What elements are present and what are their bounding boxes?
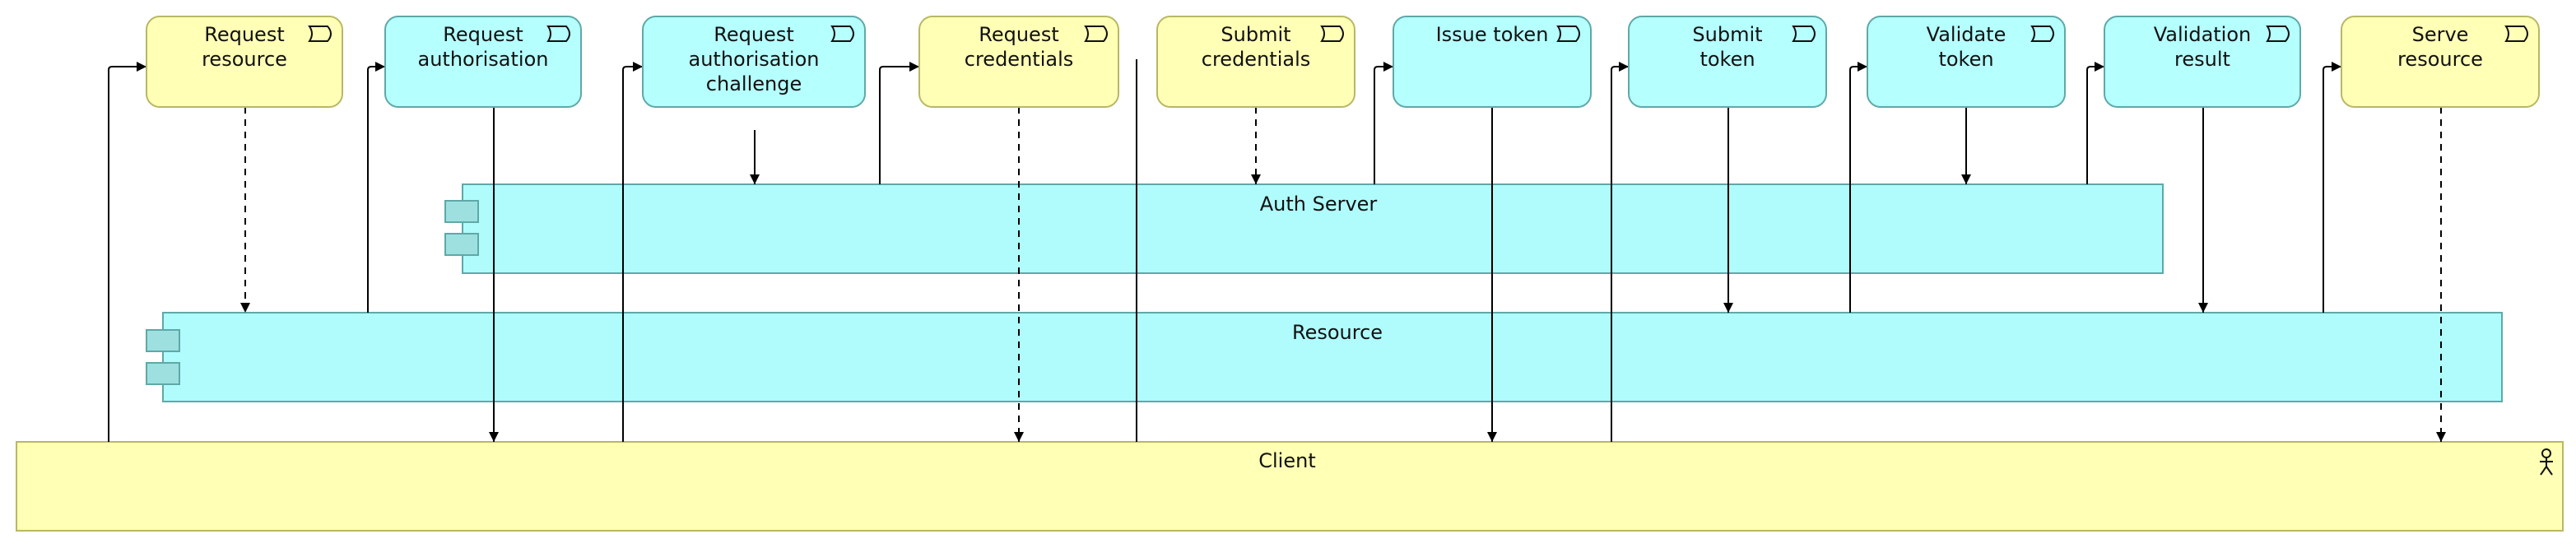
event-icon xyxy=(1084,26,1108,42)
event-icon xyxy=(2504,26,2528,42)
step-box xyxy=(384,16,582,108)
step-box xyxy=(2104,16,2301,108)
step-issue-token[interactable]: Issue token xyxy=(1393,16,1592,108)
step-label-line: credentials xyxy=(965,48,1073,71)
flow-auth-server-to-issue-token xyxy=(1374,62,1393,184)
lane-resource-box xyxy=(162,312,2503,402)
lane-auth-server-label: Auth Server xyxy=(1260,193,1378,216)
step-label-line: Request xyxy=(204,23,285,46)
step-box xyxy=(642,16,866,108)
flow-client-to-request-resource xyxy=(108,62,146,442)
step-box xyxy=(1156,16,1355,108)
flow-client-to-challenge xyxy=(622,62,643,442)
lane-client-box xyxy=(16,441,2564,532)
lane-client[interactable]: Client xyxy=(16,441,2564,532)
step-box xyxy=(918,16,1119,108)
flow-resource-to-serve-resource xyxy=(2323,62,2341,313)
step-box xyxy=(146,16,343,108)
lane-resource-label: Resource xyxy=(1292,321,1383,344)
step-box xyxy=(1628,16,1827,108)
step-label-line: challenge xyxy=(706,72,802,95)
flow-auth-server-to-validation-result xyxy=(2086,62,2104,184)
step-label-line: Validate xyxy=(1927,23,2006,46)
event-icon xyxy=(1556,26,1580,42)
step-box xyxy=(2341,16,2540,108)
event-icon xyxy=(1320,26,1344,42)
step-label-line: token xyxy=(1938,48,1993,71)
flow-auth-server-to-request-credentials xyxy=(879,62,919,184)
step-label-line: token xyxy=(1700,48,1755,71)
step-label-line: Request xyxy=(443,23,523,46)
step-label-line: credentials xyxy=(1202,48,1310,71)
step-label-line: Validation xyxy=(2154,23,2252,46)
component-icon xyxy=(146,329,180,385)
step-box xyxy=(1393,16,1592,108)
step-label-line: Submit xyxy=(1221,23,1290,46)
step-label-line: authorisation xyxy=(689,48,820,71)
step-label-line: Serve xyxy=(2412,23,2469,46)
step-box xyxy=(1867,16,2066,108)
process-steps: RequestresourceRequestauthorisationReque… xyxy=(146,16,2540,108)
event-icon xyxy=(2266,26,2290,42)
connectors xyxy=(108,59,2446,442)
event-icon xyxy=(308,26,332,42)
actor-icon xyxy=(2540,448,2553,476)
lane-client-label: Client xyxy=(1258,449,1315,472)
flow-client-to-submit-token xyxy=(1611,62,1629,442)
component-icon xyxy=(444,200,479,256)
lane-auth-server[interactable]: Auth Server xyxy=(444,183,2164,274)
event-icon xyxy=(2030,26,2054,42)
lane-auth-server-box xyxy=(462,183,2164,274)
step-label-line: result xyxy=(2174,48,2230,71)
flow-resource-to-validate-token xyxy=(1849,62,1867,313)
lane-resource[interactable]: Resource xyxy=(146,312,2503,402)
step-label-line: Submit xyxy=(1692,23,1762,46)
step-label-line: Request xyxy=(979,23,1059,46)
step-label-line: authorisation xyxy=(418,48,549,71)
step-label-line: Issue token xyxy=(1436,23,1549,46)
event-icon xyxy=(1792,26,1816,42)
flow-resource-to-request-authorisation xyxy=(367,62,385,313)
step-label-line: resource xyxy=(2397,48,2483,71)
event-icon xyxy=(546,26,570,42)
step-label-line: resource xyxy=(202,48,287,71)
event-icon xyxy=(830,26,854,42)
step-label-line: Request xyxy=(714,23,794,46)
